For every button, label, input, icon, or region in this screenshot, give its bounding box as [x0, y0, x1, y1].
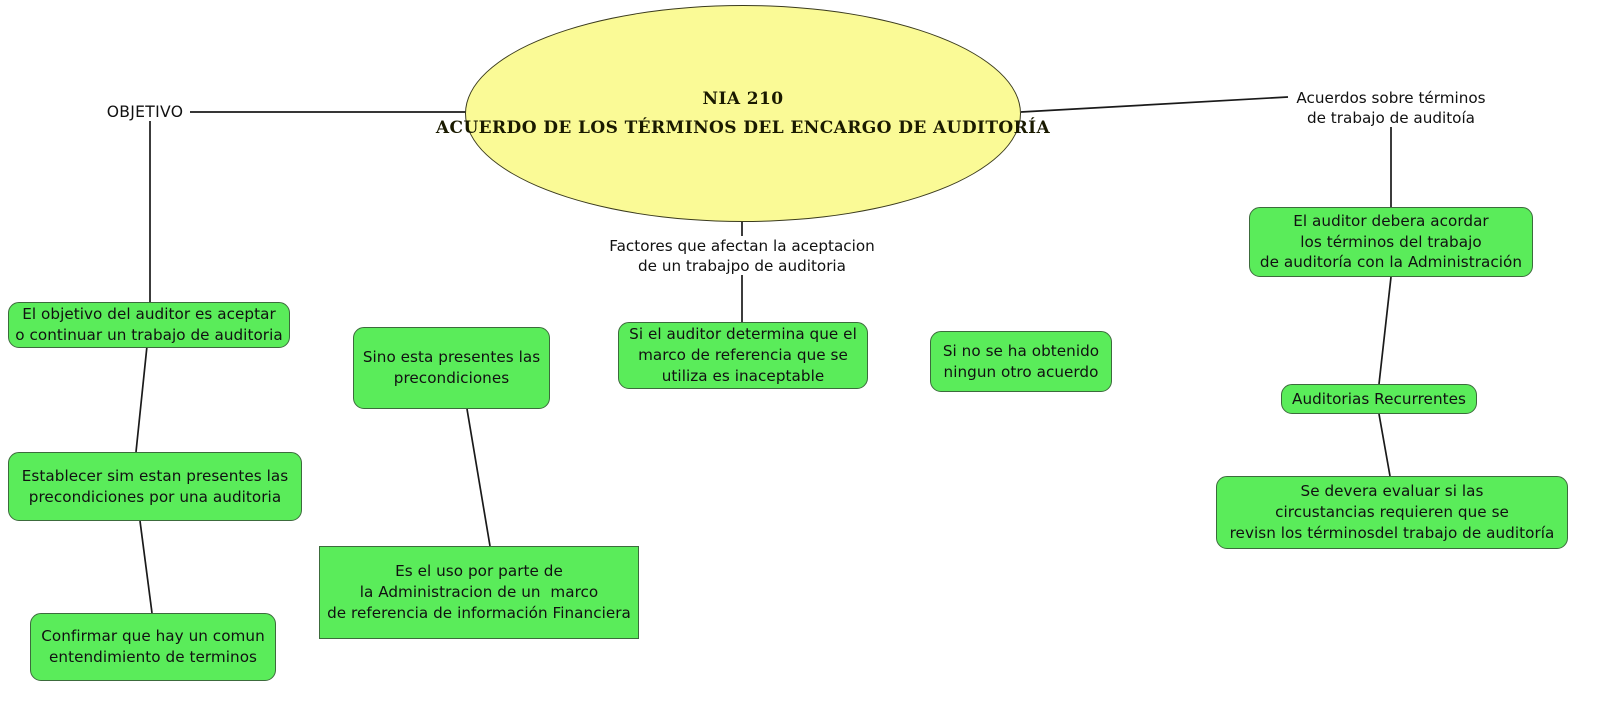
- node-auditorias-recurrentes[interactable]: Auditorias Recurrentes: [1281, 384, 1477, 414]
- edge-sino-to-uso: [466, 408, 491, 547]
- node-ningun-acuerdo[interactable]: Si no se ha obtenido ningun otro acuerdo: [930, 331, 1112, 392]
- node-marco-inaceptable[interactable]: Si el auditor determina que el marco de …: [618, 322, 868, 389]
- edge-auditor-to-recurrentes: [1378, 276, 1392, 385]
- edge-box1-to-box2: [135, 345, 148, 453]
- edge-center-to-acuerdos: [1020, 96, 1289, 113]
- central-node-line-2: ACUERDO DE LOS TÉRMINOS DEL ENCARGO DE A…: [435, 117, 1051, 138]
- node-sino-precondiciones[interactable]: Sino esta presentes las precondiciones: [353, 327, 550, 409]
- edge-box2-to-box3: [139, 520, 153, 614]
- edge-recurrentes-to-evaluar: [1378, 413, 1391, 477]
- label-acuerdos: Acuerdos sobre términos de trabajo de au…: [1296, 89, 1486, 128]
- node-evaluar-circustancias[interactable]: Se devera evaluar si las circustancias r…: [1216, 476, 1568, 549]
- central-node-nia-210[interactable]: NIA 210 ACUERDO DE LOS TÉRMINOS DEL ENCA…: [436, 5, 1050, 222]
- label-objetivo: OBJETIVO: [106, 103, 184, 121]
- node-auditor-acordar[interactable]: El auditor debera acordar los términos d…: [1249, 207, 1533, 277]
- central-node-line-1: NIA 210: [702, 89, 784, 110]
- node-confirmar-comun[interactable]: Confirmar que hay un comun entendimiento…: [30, 613, 276, 681]
- node-establecer-precondiciones[interactable]: Establecer sim estan presentes las preco…: [8, 452, 302, 521]
- label-factores: Factores que afectan la aceptacion de un…: [609, 237, 875, 276]
- node-objetivo-aceptar[interactable]: El objetivo del auditor es aceptar o con…: [8, 302, 290, 348]
- node-uso-administracion[interactable]: Es el uso por parte de la Administracion…: [319, 546, 639, 639]
